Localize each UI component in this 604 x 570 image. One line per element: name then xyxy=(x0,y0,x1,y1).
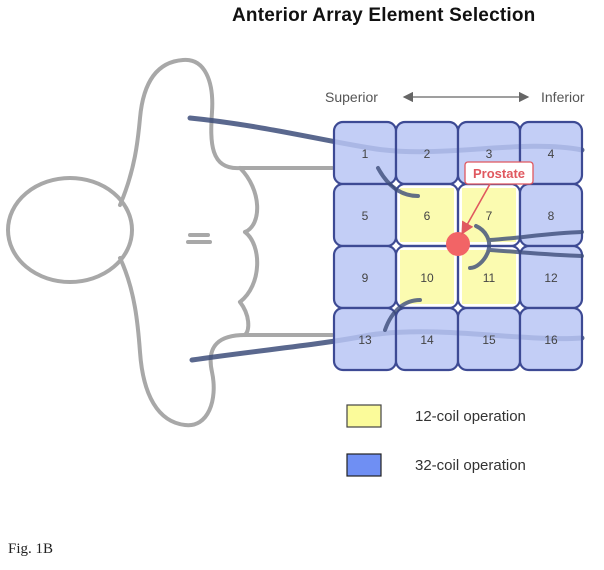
prostate-arrow xyxy=(461,183,491,235)
inferior-label: Inferior xyxy=(541,89,585,105)
legend-label-12-coil: 12-coil operation xyxy=(415,408,526,425)
coil-number-7: 7 xyxy=(486,209,493,223)
anatomy-overlay xyxy=(376,166,584,332)
legend-swatch-32-coil xyxy=(346,453,382,477)
coil-number-13: 13 xyxy=(358,333,372,347)
coil-highlight-10 xyxy=(400,250,454,304)
coil-number-3: 3 xyxy=(486,147,493,161)
coil-number-16: 16 xyxy=(544,333,558,347)
coil-number-8: 8 xyxy=(548,209,555,223)
figure-caption: Fig. 1B xyxy=(8,541,54,557)
prostate-label-box xyxy=(464,161,534,185)
coil-number-6: 6 xyxy=(424,209,431,223)
coil-number-10: 10 xyxy=(420,271,434,285)
coil-number-2: 2 xyxy=(424,147,431,161)
prostate-label: Prostate xyxy=(473,166,525,181)
legend-label-32-coil: 32-coil operation xyxy=(415,457,526,474)
coil-element-16 xyxy=(518,306,584,372)
figure-title: Anterior Array Element Selection xyxy=(232,5,536,26)
coil-number-12: 12 xyxy=(544,271,558,285)
superior-label: Superior xyxy=(325,89,378,105)
coil-number-11: 11 xyxy=(483,271,496,285)
coil-number-14: 14 xyxy=(420,333,434,347)
prostate-marker xyxy=(446,232,470,256)
legend-swatch-12-coil xyxy=(346,404,382,428)
body-outline xyxy=(6,57,334,428)
coil-number-15: 15 xyxy=(482,333,496,347)
coil-number-9: 9 xyxy=(362,271,369,285)
coil-number-4: 4 xyxy=(548,147,555,161)
coil-number-1: 1 xyxy=(362,147,369,161)
coil-number-5: 5 xyxy=(362,209,369,223)
coil-highlight-11 xyxy=(462,250,516,304)
